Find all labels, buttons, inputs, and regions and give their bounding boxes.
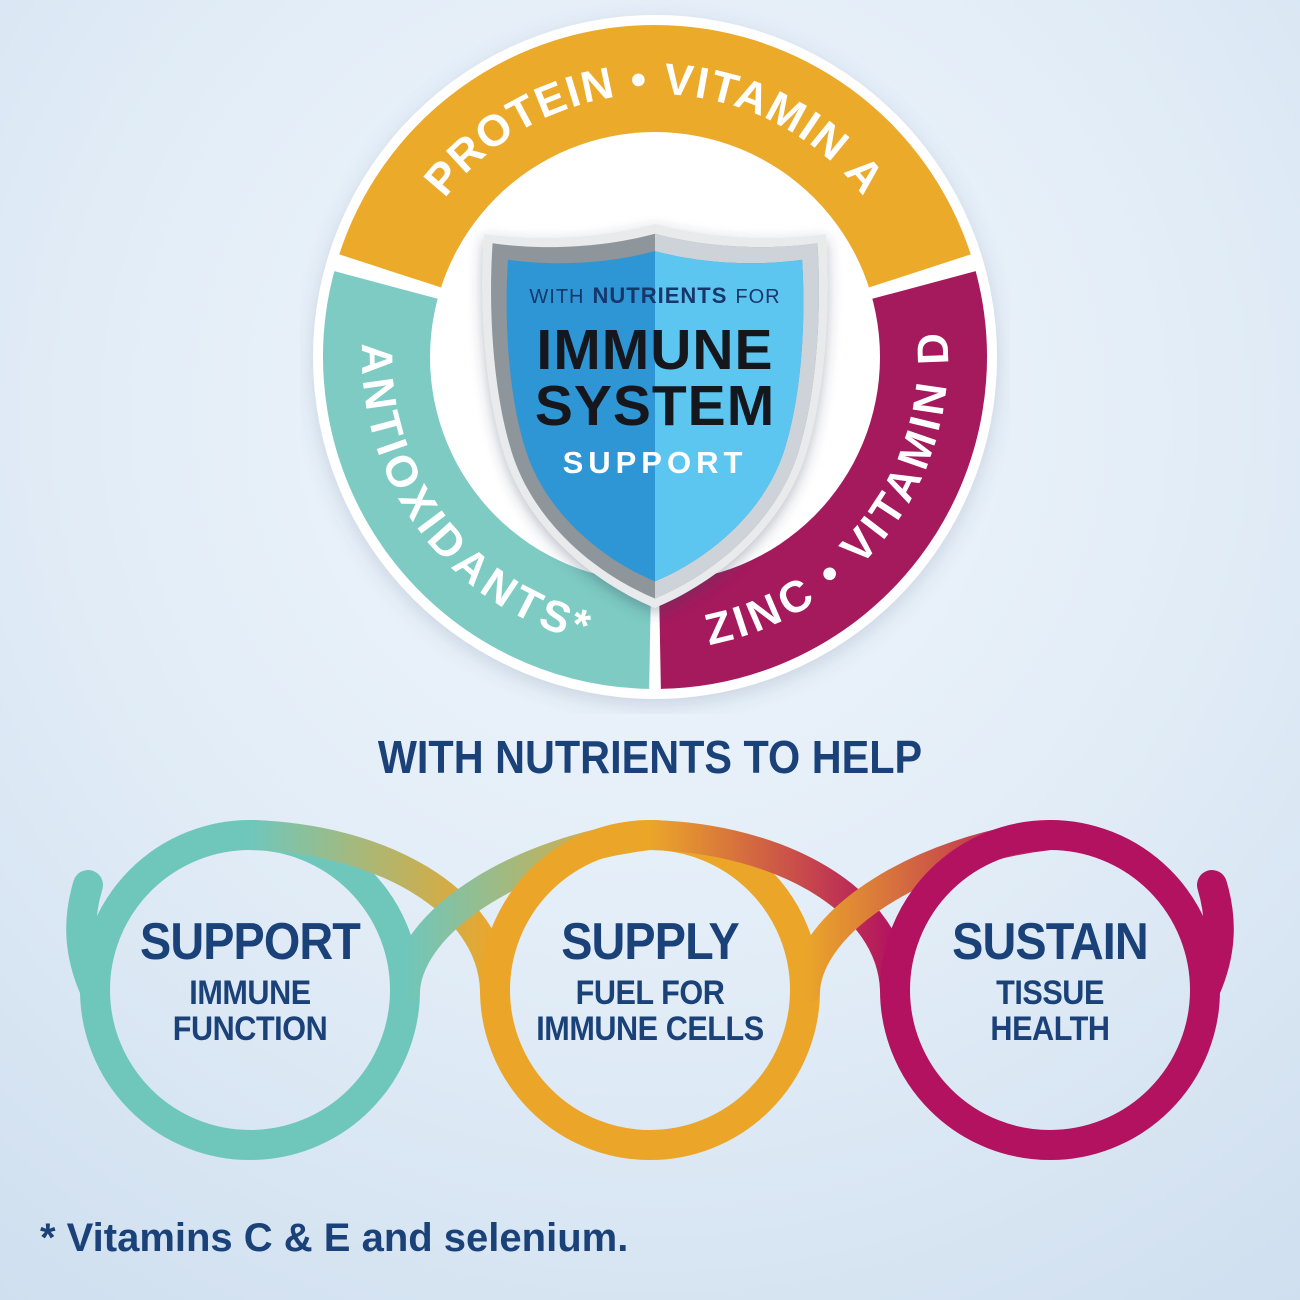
section-heading: WITH NUTRIENTS TO HELP	[377, 731, 923, 783]
ribbon-end-tail	[1190, 870, 1234, 1005]
loop-sustain-title: SUSTAIN	[952, 913, 1149, 971]
shield-line-system: SYSTEM	[535, 374, 775, 438]
loop-support-title: SUPPORT	[140, 913, 361, 971]
loop-supply-line2: IMMUNE CELLS	[536, 1010, 764, 1049]
shield-line-support: SUPPORT	[563, 445, 748, 480]
benefit-loops-graphic	[66, 820, 1234, 1160]
loop-supply-line1: FUEL FOR	[575, 974, 725, 1013]
loop-supply-label: SUPPLY FUEL FOR IMMUNE CELLS	[488, 913, 812, 1049]
loop-support-label: SUPPORT IMMUNE FUNCTION	[88, 913, 412, 1049]
loop-supply-title: SUPPLY	[561, 913, 739, 971]
loop-sustain-label: SUSTAIN TISSUE HEALTH	[888, 913, 1212, 1049]
loop-sustain-line2: HEALTH	[990, 1010, 1110, 1049]
loop-support-line2: FUNCTION	[172, 1010, 328, 1049]
loop-sustain-line1: TISSUE	[996, 974, 1104, 1013]
loop-support-line1: IMMUNE	[189, 974, 311, 1013]
nutrient-ring-graphic: PROTEIN • VITAMIN A ANTIOXIDANTS* ZINC •…	[313, 15, 997, 699]
shield-line-immune: IMMUNE	[536, 318, 773, 382]
footnote: * Vitamins C & E and selenium.	[40, 1216, 629, 1260]
